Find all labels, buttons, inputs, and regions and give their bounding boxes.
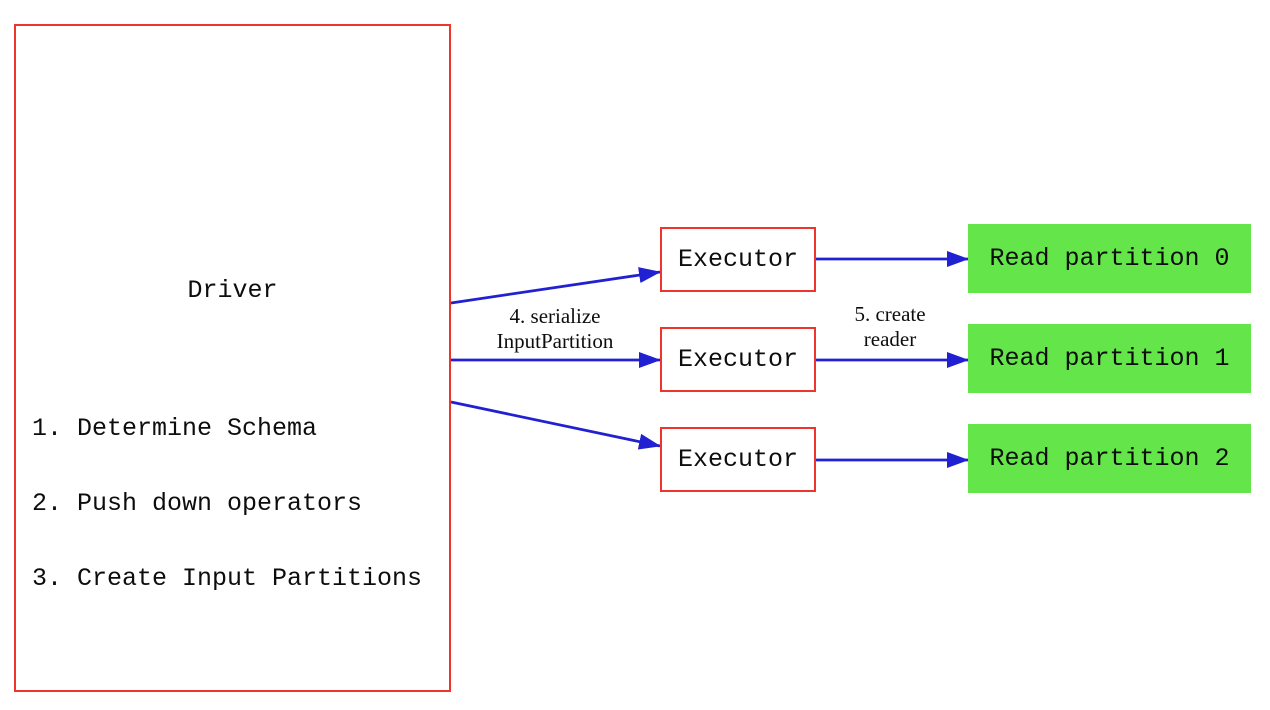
executor-node-2: Executor — [660, 427, 816, 492]
executor-node-0: Executor — [660, 227, 816, 292]
driver-step-2: 2. Push down operators — [32, 489, 363, 518]
driver-node: Driver 1. Determine Schema 2. Push down … — [14, 24, 451, 692]
partition-node-1: Read partition 1 — [968, 324, 1251, 393]
executor-label: Executor — [677, 245, 799, 274]
annotation-serialize-inputpartition: 4. serialize InputPartition — [455, 304, 655, 354]
annotation-line: 5. create — [854, 302, 926, 326]
driver-title: Driver — [187, 276, 278, 305]
annotation-line: InputPartition — [496, 329, 614, 353]
partition-node-2: Read partition 2 — [968, 424, 1251, 493]
partition-label: Read partition 1 — [989, 344, 1230, 373]
executor-node-1: Executor — [660, 327, 816, 392]
annotation-line: reader — [863, 327, 917, 351]
driver-step-3: 3. Create Input Partitions — [32, 564, 423, 593]
annotation-line: 4. serialize — [509, 304, 601, 328]
executor-label: Executor — [677, 345, 799, 374]
partition-node-0: Read partition 0 — [968, 224, 1251, 293]
partition-label: Read partition 2 — [989, 444, 1230, 473]
arrow-driver-to-executor-0 — [450, 267, 661, 305]
annotation-create-reader: 5. create reader — [815, 302, 965, 352]
arrow-driver-to-executor-2 — [450, 400, 661, 450]
driver-step-1: 1. Determine Schema — [32, 414, 318, 443]
executor-label: Executor — [677, 445, 799, 474]
partition-label: Read partition 0 — [989, 244, 1230, 273]
driver-steps: 1. Determine Schema 2. Push down operato… — [32, 366, 422, 641]
